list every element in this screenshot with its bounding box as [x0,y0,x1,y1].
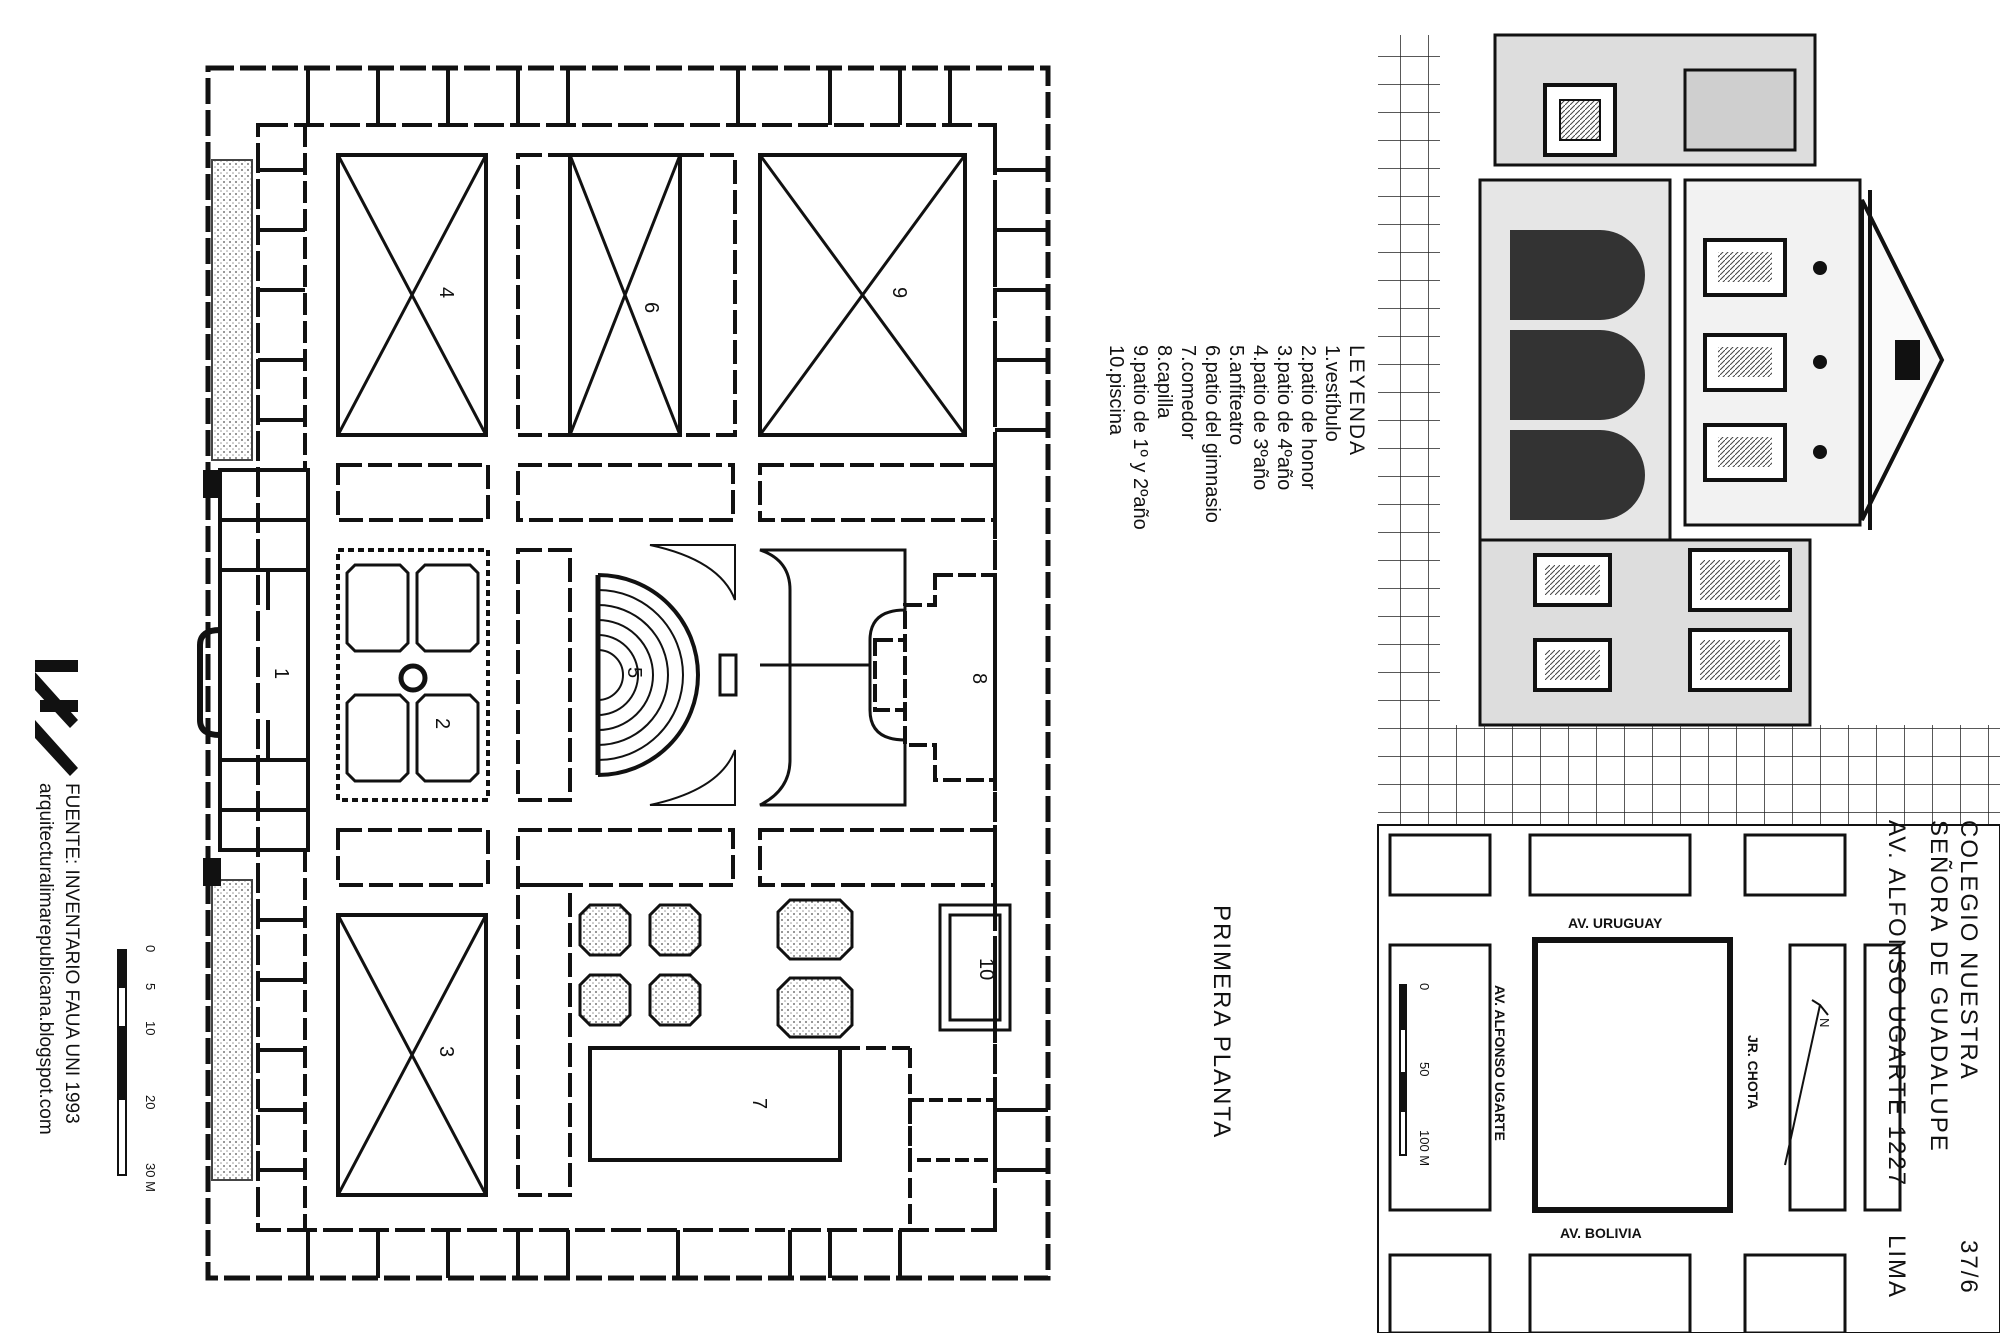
plan-scale-bar: 0 5 10 20 30 M [117,945,158,1192]
plan-scale-5: 5 [143,983,158,990]
plan-scale-10: 10 [143,1021,158,1035]
source-line1: FUENTE: INVENTARIO FAUA UNI 1993 [61,783,82,1124]
site-scale-50: 50 [1417,1062,1432,1076]
plan-title: PRIMERA PLANTA [1208,905,1235,1140]
chapel [873,573,997,782]
street-top: AV. URUGUAY [1568,915,1663,931]
amphitheatre [595,544,738,806]
plan-scale-0: 0 [143,945,158,952]
pool [938,903,1012,1032]
north-range [306,68,952,125]
plan-scale-20: 20 [143,1095,158,1109]
address: AV. ALFONSO UGARTE 1227 [1883,820,1910,1188]
legend-item: 3.patio de 4ºaño [1273,345,1295,491]
legend: LEYENDA 1.vestíbulo 2.patio de honor 3.p… [1104,345,1368,530]
north-label: N [1817,1018,1832,1027]
plan-number-9: 9 [888,287,910,298]
site-plan: N AV. URUGUAY AV. BOLIVIA AV. ALFONSO UG… [1377,824,2000,1333]
gym-courtyard [759,548,907,807]
patio-9 [758,153,967,437]
south-range [306,1230,902,1278]
plan-scale-30: 30 M [143,1163,158,1192]
west-range [258,125,307,1230]
plan-number-10: 10 [975,958,997,980]
title-line2: SEÑORA DE GUADALUPE [1925,820,1952,1153]
title-line1: COLEGIO NUESTRA [1955,820,1982,1081]
plan-number-8: 8 [968,673,990,684]
page-number: 37/6 [1955,1240,1982,1295]
east-range [993,125,1048,1230]
legend-item: 7.comedor [1177,345,1199,440]
plan-number-5: 5 [623,667,645,678]
site-scale-0: 0 [1417,983,1432,990]
street-bottom: AV. BOLIVIA [1560,1225,1642,1241]
plan-number-1: 1 [270,668,292,679]
legend-item: 10.piscina [1105,345,1127,436]
legend-title: LEYENDA [1345,345,1368,458]
west-stipple-strip-bottom [211,879,253,1181]
west-stipple-strip-top [211,159,253,461]
legend-item: 8.capilla [1153,345,1175,419]
patio-6 [568,153,682,437]
vestibule-block [197,468,310,886]
plan-number-2: 2 [431,718,453,729]
legend-item: 5.anfiteatro [1225,345,1247,446]
legend-item: 9.patio de 1º y 2ºaño [1129,345,1151,530]
source-line2: arquitecturalimarepublicana.blogspot.com [35,783,56,1135]
city: LIMA [1883,1235,1910,1300]
patio-de-honor [336,548,490,802]
small-patios [578,898,854,1039]
plan-number-labels: 1 2 3 4 5 6 7 8 9 10 [270,287,997,1109]
patio-3 [336,913,488,1197]
plan-number-6: 6 [640,302,662,313]
site-scale-100: 100 M [1417,1130,1432,1166]
faua-logo [35,660,78,776]
street-right: JR. CHOTA [1745,1035,1761,1109]
inner-walls [336,153,997,1197]
plan-number-3: 3 [435,1046,457,1057]
plan-number-4: 4 [435,287,457,298]
legend-item: 2.patio de honor [1297,345,1319,490]
legend-item: 4.patio de 3ºaño [1249,345,1271,491]
facade-elevation [1378,33,2000,825]
plan-number-7: 7 [748,1098,770,1109]
street-left: AV. ALFONSO UGARTE [1492,985,1508,1141]
dining-hall [588,1046,997,1230]
legend-item: 1.vestíbulo [1321,345,1343,442]
legend-item: 6.patio del gimnasio [1201,345,1223,523]
patio-4 [336,153,488,437]
